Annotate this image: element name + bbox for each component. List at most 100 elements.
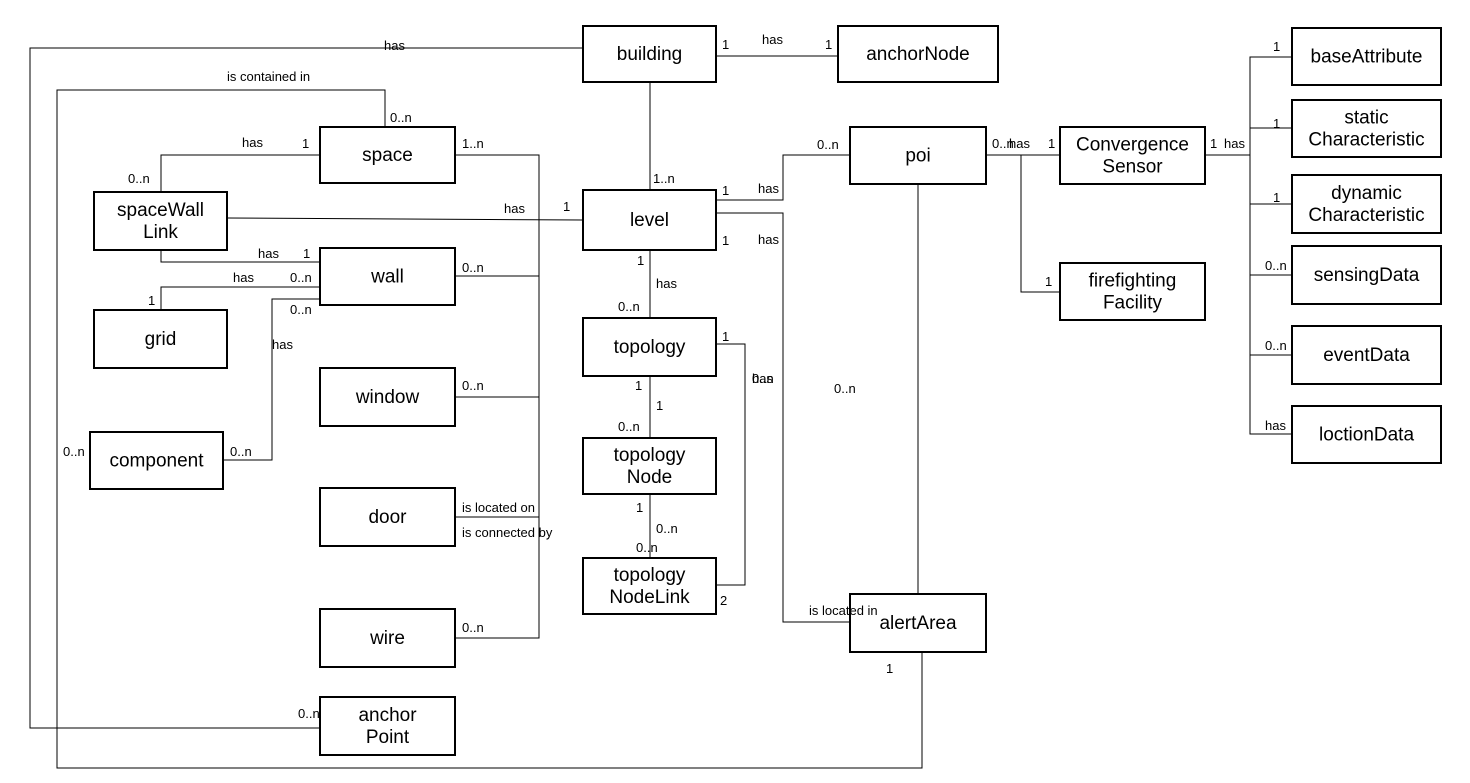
label-multiplicity: 1 <box>825 37 832 52</box>
entity-wire-line-1: wire <box>369 628 405 649</box>
label-multiplicity: 0..n <box>817 137 839 152</box>
conn-spacewalllink-wall <box>160 250 320 263</box>
entity-topology-node-link-line-2: NodeLink <box>609 587 690 608</box>
entity-base-attribute: baseAttribute <box>1291 27 1442 86</box>
conn-spacewalllink-level <box>226 217 584 221</box>
entity-level-line-1: level <box>630 210 669 231</box>
entity-base-attribute-line-1: baseAttribute <box>1311 46 1423 67</box>
svg-text:space: space <box>362 145 413 166</box>
label-multiplicity: 1 <box>722 37 729 52</box>
label-multiplicity: 0..n <box>618 299 640 314</box>
entity-component: component <box>89 431 224 490</box>
entity-loction-data: loctionData <box>1291 405 1442 464</box>
entity-convergence-sensor-line-1: Convergence <box>1076 134 1189 155</box>
entity-event-data-line-1: eventData <box>1323 345 1410 366</box>
label-has: has <box>752 371 773 386</box>
relationship-labels: has 1 has 1 is contained in 0..n has 1 1… <box>63 32 1287 721</box>
label-multiplicity: is located in <box>809 603 878 618</box>
svg-text:grid: grid <box>145 329 177 350</box>
entity-alert-area: alertArea <box>849 593 987 653</box>
label-multiplicity: 0..n <box>290 270 312 285</box>
entity-static-characteristic-line-1: static <box>1344 107 1388 128</box>
entity-building: building <box>582 25 717 83</box>
label-multiplicity: has <box>1265 418 1286 433</box>
entity-space-line-1: space <box>362 145 413 166</box>
label-multiplicity: 1 <box>302 136 309 151</box>
label-multiplicity: 1 <box>886 661 893 676</box>
label-has: has <box>242 135 263 150</box>
label-multiplicity: 1..n <box>653 171 675 186</box>
label-multiplicity: 1..n <box>462 136 484 151</box>
conn-space-alertarea <box>56 89 923 769</box>
label-multiplicity: 1 <box>1273 116 1280 131</box>
entity-topology-line-1: topology <box>614 337 686 358</box>
svg-text:loctionData: loctionData <box>1319 424 1414 445</box>
entity-door: door <box>319 487 456 547</box>
label-multiplicity: 0..n <box>992 136 1014 151</box>
label-multiplicity: 1 <box>148 293 155 308</box>
conn-space-spacewalllink <box>160 154 320 192</box>
label-has: has <box>258 246 279 261</box>
entity-window-line-1: window <box>355 387 420 408</box>
svg-text:component: component <box>109 450 204 471</box>
label-multiplicity: 1 <box>722 183 729 198</box>
entity-topology-node-line-2: Node <box>627 467 672 488</box>
entity-component-line-1: component <box>109 450 204 471</box>
svg-text:building: building <box>617 44 683 65</box>
entity-static-characteristic-line-2: Characteristic <box>1308 129 1424 150</box>
label-multiplicity: 1 <box>1048 136 1055 151</box>
entity-grid: grid <box>93 309 228 369</box>
label-multiplicity: 1 <box>637 253 644 268</box>
conn-topology-topologynodelink <box>716 343 746 586</box>
label-has: has <box>758 181 779 196</box>
svg-text:anchorNode: anchorNode <box>866 44 970 65</box>
svg-text:wire: wire <box>369 628 405 649</box>
entity-dynamic-characteristic-line-2: Characteristic <box>1308 205 1424 226</box>
svg-text:poi: poi <box>905 145 930 166</box>
entity-firefighting-facility-line-1: firefighting <box>1089 270 1177 291</box>
entity-sensing-data: sensingData <box>1291 245 1442 305</box>
label-has: has <box>272 337 293 352</box>
entity-wire: wire <box>319 608 456 668</box>
label-multiplicity: is located on <box>462 500 535 515</box>
svg-text:window: window <box>355 387 420 408</box>
label-has: has <box>758 232 779 247</box>
conn-wall-grid <box>160 286 320 310</box>
label-multiplicity: 1 <box>1210 136 1217 151</box>
connectors <box>29 47 1292 769</box>
label-is-located-in: 0..n <box>834 381 856 396</box>
label-has: 0..n <box>752 371 774 386</box>
entity-space-wall-link-line-2: Link <box>143 222 178 243</box>
label-multiplicity: 0..n <box>462 620 484 635</box>
entity-level: level <box>582 189 717 251</box>
label-has: 1 <box>656 398 663 413</box>
label-multiplicity: 0..n <box>290 302 312 317</box>
entity-grid-line-1: grid <box>145 329 177 350</box>
label-has: has <box>504 201 525 216</box>
label-has: has <box>1224 136 1245 151</box>
entity-poi-line-1: poi <box>905 145 930 166</box>
label-multiplicity: 0..n <box>128 171 150 186</box>
label-multiplicity: 0..n <box>298 706 320 721</box>
label-is-connected-by: 0..n <box>656 521 678 536</box>
entity-loction-data-line-1: loctionData <box>1319 424 1414 445</box>
label-multiplicity: 1 <box>563 199 570 214</box>
entity-poi: poi <box>849 126 987 185</box>
entity-wall-line-1: wall <box>370 266 404 287</box>
entity-anchor-point-line-2: Point <box>366 727 410 748</box>
label-multiplicity: 1 <box>1273 39 1280 54</box>
entity-window: window <box>319 367 456 427</box>
label-has: has <box>384 38 405 53</box>
label-multiplicity: 0..n <box>390 110 412 125</box>
conn-poi-firefighting <box>1020 155 1060 293</box>
label-multiplicity: 2 <box>720 593 727 608</box>
conn-level-alertarea <box>716 212 850 623</box>
